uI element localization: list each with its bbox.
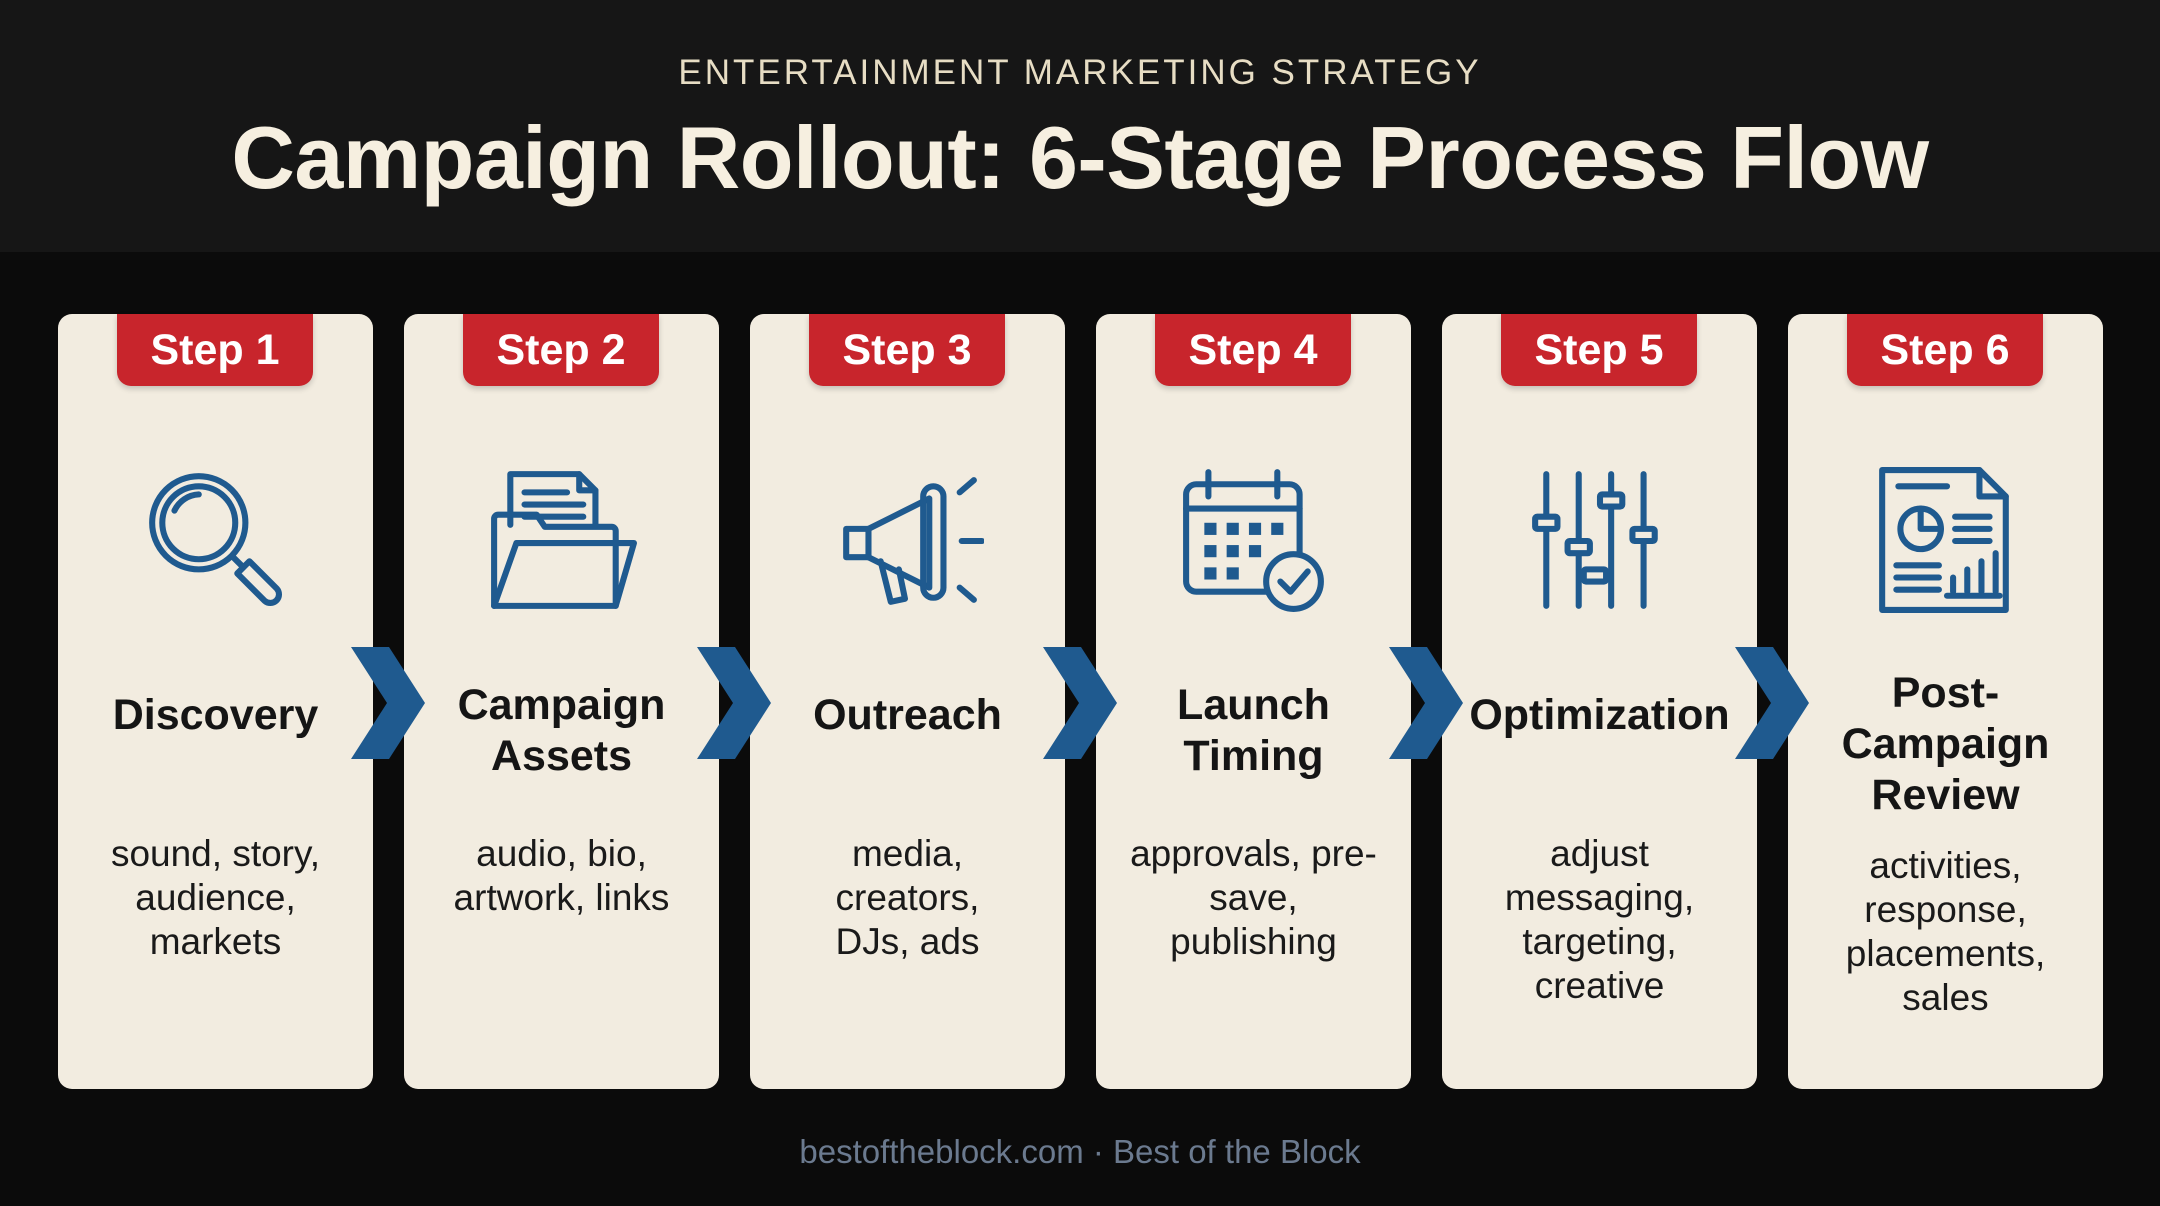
step-badge: Step 2 bbox=[463, 314, 659, 386]
stage-description: sound, story, audience, markets bbox=[110, 833, 321, 962]
stage-title: Discovery bbox=[112, 691, 319, 739]
header: ENTERTAINMENT MARKETING STRATEGY Campaig… bbox=[0, 0, 2160, 252]
folder-documents-icon bbox=[486, 464, 638, 616]
stage-description: media, creators, DJs, ads bbox=[835, 833, 980, 962]
stage-description: approvals, pre-save, publishing bbox=[1130, 833, 1377, 962]
stage-card-1: Step 1 Discovery sound, story, audience,… bbox=[58, 314, 373, 1089]
sliders-icon bbox=[1524, 464, 1676, 616]
chevron-right-icon bbox=[693, 647, 773, 759]
stage-description: adjust messaging, targeting, creative bbox=[1504, 833, 1695, 1006]
stage-title: Launch Timing bbox=[1177, 681, 1330, 780]
eyebrow-label: ENTERTAINMENT MARKETING STRATEGY bbox=[678, 53, 1482, 92]
stage-card-4: Step 4 Launch Timing approvals, pre-save… bbox=[1096, 314, 1411, 1089]
stage-title: Optimization bbox=[1469, 691, 1730, 739]
stage-card-3: Step 3 Outreach media, creators, DJs, ad… bbox=[750, 314, 1065, 1089]
step-badge: Step 6 bbox=[1847, 314, 2043, 386]
stage-card-6: Step 6 Post-Campaign Review activities, … bbox=[1788, 314, 2103, 1089]
chevron-right-icon bbox=[347, 647, 427, 759]
step-badge: Step 1 bbox=[117, 314, 313, 386]
footer-credit: bestoftheblock.com · Best of the Block bbox=[799, 1133, 1361, 1170]
stage-title: Campaign Assets bbox=[457, 681, 666, 780]
page-title: Campaign Rollout: 6-Stage Process Flow bbox=[231, 108, 1929, 207]
calendar-check-icon bbox=[1178, 464, 1330, 616]
chevron-right-icon bbox=[1039, 647, 1119, 759]
step-badge: Step 4 bbox=[1155, 314, 1351, 386]
stage-card-2: Step 2 Campaign Assets audio, bio, artwo… bbox=[404, 314, 719, 1089]
stage-description: activities, response, placements, sales bbox=[1845, 845, 2046, 1018]
step-badge: Step 5 bbox=[1501, 314, 1697, 386]
stage-card-5: Step 5 Optimization adjust messaging, ta… bbox=[1442, 314, 1757, 1089]
stage-title: Outreach bbox=[813, 691, 1002, 739]
magnifying-glass-icon bbox=[140, 464, 292, 616]
step-badge: Step 3 bbox=[809, 314, 1005, 386]
megaphone-icon bbox=[832, 464, 984, 616]
chevron-right-icon bbox=[1731, 647, 1811, 759]
report-chart-icon bbox=[1870, 464, 2022, 616]
stage-description: audio, bio, artwork, links bbox=[453, 833, 670, 918]
stage-title: Post-Campaign Review bbox=[1841, 669, 2050, 819]
chevron-right-icon bbox=[1385, 647, 1465, 759]
